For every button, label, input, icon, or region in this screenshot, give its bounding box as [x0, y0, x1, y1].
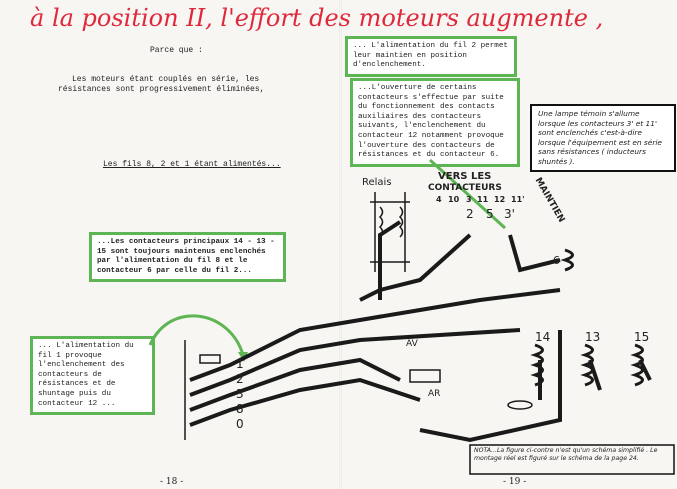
- contactor-15-label: 15: [634, 330, 650, 344]
- series-paragraph: Les moteurs étant couplés en série, les …: [58, 75, 265, 94]
- page-fold: [339, 0, 342, 489]
- contactor-13-label: 13: [585, 330, 601, 344]
- nota-note: NOTA...La figure ci-contre n'est qu'un s…: [474, 447, 658, 462]
- wire-label-2: 2: [236, 372, 244, 386]
- page-number-left: - 18 -: [160, 477, 184, 487]
- wire-label-0: 0: [236, 417, 244, 431]
- wires-powered-text: Les fils 8, 2 et 1 étant alimentés...: [103, 160, 281, 169]
- contact-number: 3': [504, 207, 515, 221]
- wire-label-3: 3: [236, 387, 244, 401]
- relay-label: Relais: [362, 177, 392, 188]
- contactors-label: CONTACTEURS: [428, 183, 502, 193]
- intro-text: Parce que :: [150, 46, 203, 55]
- contact-number: 10: [448, 195, 460, 204]
- contact-number: 2: [466, 207, 474, 221]
- contact-number: 4: [436, 195, 442, 204]
- green-pointer-line: [428, 158, 507, 230]
- indicator-lamp-note: Une lampe témoin s'allume lorsque les co…: [530, 104, 676, 172]
- green-arrow-curve: [148, 314, 245, 356]
- page-number-right: - 19 -: [503, 477, 527, 487]
- contact-number: 5: [486, 207, 494, 221]
- contact-number: 11': [511, 195, 525, 204]
- contact-number: 12: [494, 195, 506, 204]
- forward-label: AV: [406, 339, 418, 349]
- handwritten-title: à la position II, l'effort des moteurs a…: [30, 4, 604, 32]
- contact-number: 3: [466, 195, 472, 204]
- contact-number: 11: [477, 195, 489, 204]
- contactor-6-label: 6: [553, 254, 560, 267]
- main-contactors-note: ...Les contacteurs principaux 14 - 13 - …: [89, 232, 286, 283]
- contactor-14-label: 14: [535, 330, 551, 344]
- reverse-label: AR: [428, 389, 441, 399]
- wire-label-1: 1: [236, 357, 244, 371]
- wire2-note: ... L'alimentation du fil 2 permet leur …: [345, 36, 517, 77]
- wire-harness: [189, 220, 652, 443]
- wire1-note: ... L'alimentation du fil 1 provoque l'e…: [30, 336, 155, 416]
- towards-label: VERS LES: [438, 171, 492, 182]
- wire-label-8: 8: [236, 402, 244, 416]
